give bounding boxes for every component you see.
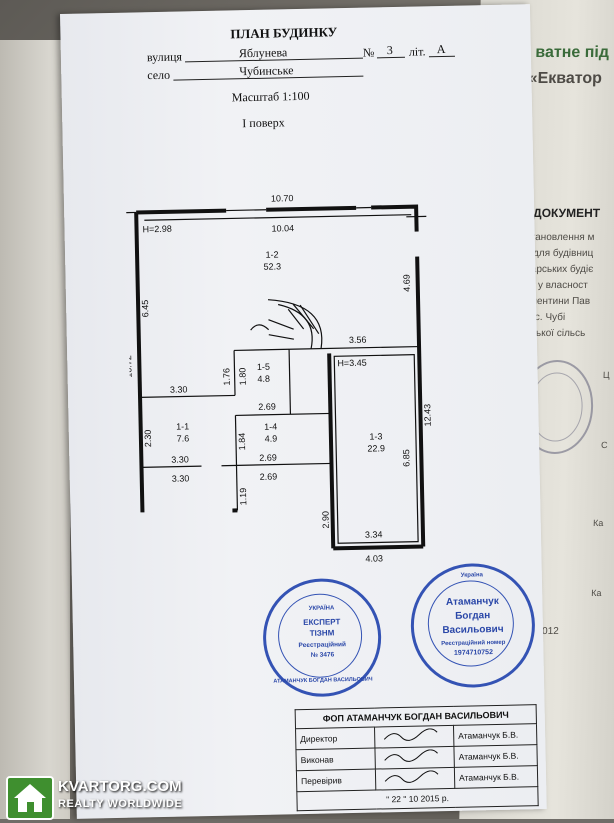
room-id-1-4: 1-4	[264, 422, 277, 432]
dim-text: 4.69	[402, 274, 412, 292]
dim-text: 3.34	[365, 529, 383, 539]
role-cell: Перевірив	[296, 769, 375, 792]
floor-plan-sheet: ПЛАН БУДИНКУ вулиця Яблунева № 3 літ. А …	[60, 4, 547, 819]
floor-plan-drawing: 10.70 10.04 Н=2.98 6.45 10.72 4.69 3.56 …	[126, 176, 444, 572]
name-cell: Атаманчук Б.В.	[453, 724, 536, 747]
dim-text: 1.84	[237, 433, 247, 451]
village-label: село	[147, 68, 170, 83]
bg-doc-line: С	[601, 440, 608, 450]
dim-text: 1.19	[238, 488, 248, 506]
number-underline	[377, 57, 405, 59]
role-cell: Виконав	[296, 748, 375, 771]
dim-text: 6.45	[140, 300, 150, 318]
signature-mark-icon	[379, 728, 439, 743]
expert-stamp: УКРАЇНА ЕКСПЕРТ ТІЗНМ Реєстраційний № 34…	[262, 577, 382, 697]
bg-doc-line: Ц	[603, 370, 610, 380]
dim-text: 6.85	[401, 449, 411, 467]
signature-table: ФОП АТАМАНЧУК БОГДАН ВАСИЛЬОВИЧ Директор…	[295, 704, 539, 811]
wall-left	[136, 212, 142, 512]
bg-doc-line: ватне під	[535, 44, 609, 62]
room-area-1-4: 4.9	[265, 434, 278, 444]
bg-doc-line: Ка	[591, 588, 602, 598]
name-cell: Атаманчук Б.В.	[454, 766, 537, 789]
wall-room-1-5-top	[234, 349, 289, 350]
dim-text: 10.70	[271, 193, 294, 203]
scale-label: Масштаб 1:100	[232, 89, 310, 106]
room-id-1-5: 1-5	[257, 362, 270, 372]
wall-top-mid	[266, 208, 356, 210]
document-date: " 22 " 10 2015 р.	[297, 787, 538, 811]
room-id-1-3: 1-3	[369, 431, 382, 441]
dim-text: 1.76	[221, 368, 231, 386]
dim-text: 2.69	[258, 402, 276, 412]
dim-text: 2.90	[320, 511, 330, 529]
dim-text: Н=3.45	[337, 358, 366, 369]
signature-mark-icon	[379, 749, 439, 764]
number-value: 3	[387, 43, 393, 58]
wall-room-1-4-top	[235, 413, 330, 415]
wall-room-1-1-top	[140, 395, 235, 397]
role-cell: Директор	[296, 727, 375, 750]
dim-text: 10.72	[126, 355, 134, 378]
letter-label: літ.	[409, 44, 426, 59]
room-id-1-2: 1-2	[265, 249, 278, 259]
dim-text: 3.30	[171, 454, 189, 464]
signature-cell	[375, 725, 454, 748]
room-id-1-1: 1-1	[176, 421, 189, 431]
dim-text: 2.69	[260, 472, 278, 482]
signature-cell	[375, 767, 454, 790]
bg-doc-line: «Екватор	[528, 70, 602, 88]
number-label: №	[363, 45, 375, 60]
dim-text: 2.69	[259, 453, 277, 463]
dim-text: 4.03	[365, 553, 383, 563]
room-area-1-2: 52.3	[263, 261, 281, 271]
dim-text: 1.80	[237, 368, 247, 386]
wall-top-left	[136, 211, 226, 213]
wall-top-right	[371, 207, 417, 233]
bg-doc-line: ДОКУМЕНТ	[533, 206, 600, 220]
room-area-1-1: 7.6	[177, 433, 190, 443]
watermark: KVARTORG.COM REALTY WORLDWIDE	[0, 772, 190, 819]
under-paper	[0, 40, 70, 819]
dim-text: 12.43	[422, 404, 432, 427]
floor-label: I поверх	[242, 115, 285, 131]
room-area-1-5: 4.8	[257, 374, 270, 384]
name-cell: Атаманчук Б.В.	[454, 745, 537, 768]
wall-room-1-1-bottom	[142, 466, 202, 467]
watermark-tagline: REALTY WORLDWIDE	[58, 798, 182, 810]
dim-text: 10.04	[271, 223, 294, 233]
letter-underline	[429, 56, 455, 58]
house-logo-icon	[6, 776, 54, 820]
street-label: вулиця	[147, 49, 182, 65]
signature-cell	[375, 746, 454, 769]
dim-text: 3.30	[172, 473, 190, 483]
wall-right	[417, 257, 423, 547]
page-title: ПЛАН БУДИНКУ	[230, 24, 337, 42]
wall-garage-top	[289, 347, 419, 350]
dim-text: 3.30	[170, 384, 188, 394]
wall-bottom-right	[333, 547, 423, 549]
dim-text: 3.56	[349, 335, 367, 345]
personal-seal: Україна Атаманчук Богдан Васильович Реєс…	[410, 562, 537, 689]
watermark-site: KVARTORG.COM	[58, 778, 182, 795]
dim-text: 2.30	[143, 430, 153, 448]
letter-value: А	[437, 42, 446, 57]
signature-mark-icon	[380, 770, 440, 785]
room-area-1-3: 22.9	[367, 443, 385, 453]
dim-text: Н=2.98	[142, 224, 171, 235]
bg-doc-line: Ка	[593, 518, 604, 528]
